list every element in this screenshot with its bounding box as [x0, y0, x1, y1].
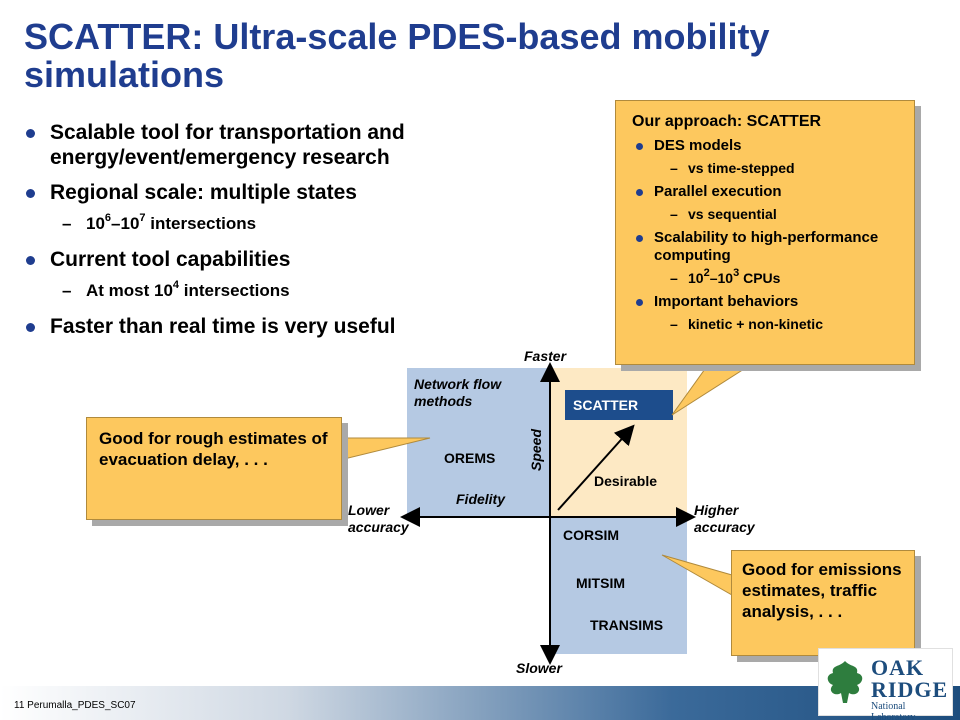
- fidelity-label: Fidelity: [456, 491, 506, 507]
- dash-icon: –: [670, 206, 678, 222]
- bullet-item: Regional scale: multiple states: [22, 180, 582, 205]
- footer-bar: [0, 686, 960, 720]
- transims-label: TRANSIMS: [590, 617, 664, 633]
- logo-ridge: RIDGE: [871, 677, 949, 702]
- approach-subitem: –102–103 CPUs: [670, 267, 781, 286]
- slide-title: SCATTER: Ultra-scale PDES-based mobility…: [24, 16, 770, 95]
- approach-heading: Our approach: SCATTER: [632, 113, 822, 130]
- bullet-dot-icon: [26, 129, 35, 138]
- slower-label: Slower: [516, 660, 562, 676]
- approach-subitem: –vs time-stepped: [670, 160, 795, 176]
- mitsim-label: MITSIM: [576, 575, 625, 591]
- dash-icon: –: [670, 160, 678, 176]
- speed-label: Speed: [528, 428, 545, 472]
- faster-label: Faster: [524, 348, 567, 364]
- approach-subitem: –vs sequential: [670, 206, 777, 222]
- approach-item: Parallel execution: [632, 183, 898, 201]
- dash-icon: –: [670, 270, 678, 286]
- desirable-arrow: [557, 424, 635, 511]
- emissions-callout: Good for emissions estimates, traffic an…: [731, 550, 915, 656]
- footer-text: 11 Perumalla_PDES_SC07: [14, 700, 136, 711]
- callout-text: Good for rough estimates of evacuation d…: [99, 429, 328, 469]
- bullet-item: Scalable tool for transportation and ene…: [22, 120, 582, 170]
- bullet-dot-icon: [636, 299, 643, 306]
- bullet-item: Faster than real time is very useful: [22, 314, 582, 339]
- bullet-dot-icon: [636, 143, 643, 150]
- oak-leaf-icon: [827, 661, 863, 703]
- logo-oak: OAK: [871, 655, 925, 680]
- quadrant-fast-low: [407, 368, 550, 517]
- approach-item: Scalability to high-performance computin…: [632, 229, 898, 265]
- bullet-item: Current tool capabilities: [22, 247, 582, 272]
- scatter-label: SCATTER: [573, 397, 639, 413]
- higher-accuracy-label: Higher accuracy: [694, 502, 755, 535]
- lower-accuracy-label: Lower accuracy: [348, 502, 409, 535]
- corsim-label: CORSIM: [563, 527, 619, 543]
- sub-bullet-item: –At most 104 intersections: [62, 279, 290, 300]
- bullet-dot-icon: [26, 323, 35, 332]
- network-flow-label: Network flow methods: [414, 376, 502, 409]
- dash-icon: –: [62, 281, 72, 300]
- orems-label: OREMS: [444, 450, 496, 466]
- scatter-box: [565, 390, 673, 420]
- dash-icon: –: [670, 316, 678, 332]
- sub-bullet-item: –106–107 intersections: [62, 212, 257, 233]
- dash-icon: –: [62, 214, 72, 233]
- callout-text: Good for emissions estimates, traffic an…: [742, 560, 902, 621]
- logo-national-laboratory: National Laboratory: [871, 701, 916, 720]
- bullet-dot-icon: [636, 235, 643, 242]
- quadrant-slow-high: [550, 517, 687, 654]
- bullet-dot-icon: [26, 256, 35, 265]
- desirable-label: Desirable: [594, 473, 658, 489]
- bullet-list: Scalable tool for transportation and ene…: [22, 120, 582, 349]
- bullet-dot-icon: [636, 189, 643, 196]
- oak-ridge-logo: OAK RIDGE National Laboratory: [818, 648, 953, 720]
- rough-estimates-callout: Good for rough estimates of evacuation d…: [86, 417, 342, 520]
- approach-subitem: –kinetic + non-kinetic: [670, 316, 823, 332]
- bullet-dot-icon: [26, 189, 35, 198]
- approach-item: DES models: [632, 137, 898, 155]
- approach-item: Important behaviors: [632, 293, 898, 311]
- approach-callout: Our approach: SCATTER DES models –vs tim…: [615, 100, 915, 365]
